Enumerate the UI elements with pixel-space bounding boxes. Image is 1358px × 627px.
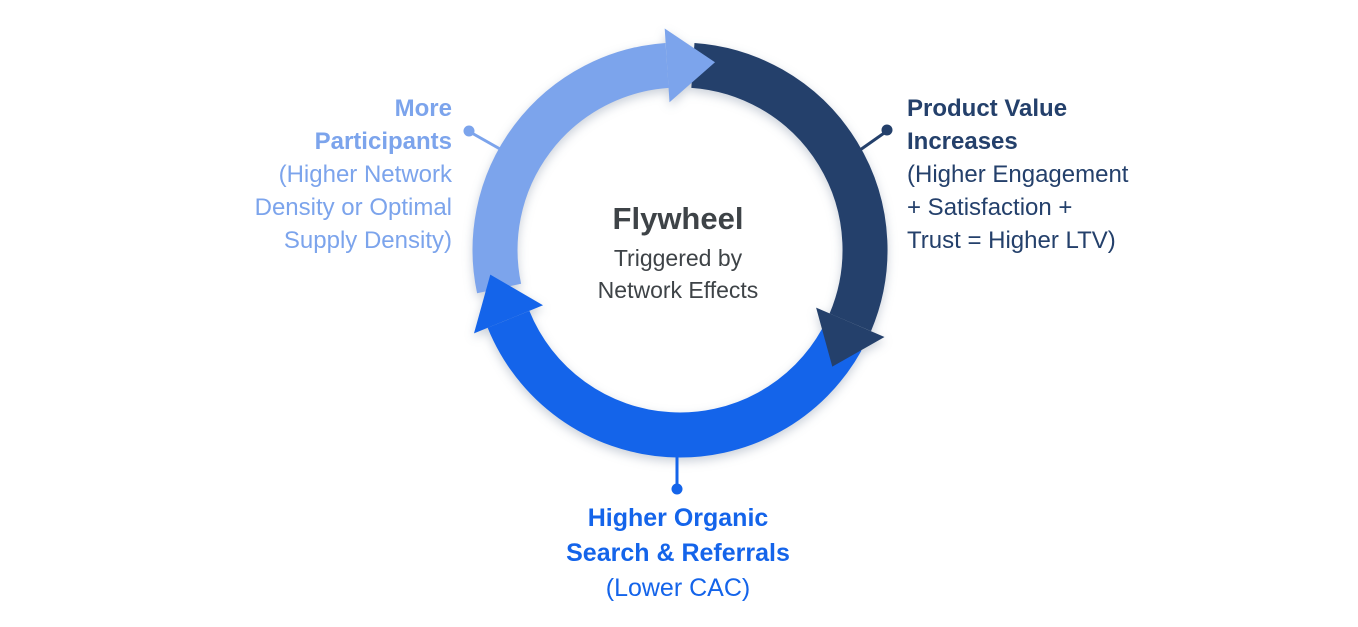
flywheel-center-label: Flywheel Triggered by Network Effects (528, 201, 828, 306)
arrowhead-product-value (816, 307, 885, 367)
node-detail-line: Density or Optimal (254, 194, 452, 221)
flywheel-subtitle-line: Triggered by (613, 245, 743, 271)
arrowhead-referrals (474, 274, 543, 334)
node-title-line: Higher Organic (587, 504, 769, 532)
node-title-line: Increases (907, 128, 1018, 155)
arc-referrals (487, 310, 862, 458)
node-detail-line: Trust = Higher LTV) (907, 227, 1116, 254)
node-title-line: More (394, 95, 452, 122)
node-detail-line: (Higher Engagement (907, 161, 1129, 188)
connector-line-more-participants (469, 130, 501, 151)
arrowhead-more-participants (664, 28, 715, 103)
node-referrals: Higher Organic Search & Referrals (Lower… (508, 501, 848, 606)
node-title-line: Product Value (907, 95, 1068, 122)
arc-product-value (690, 42, 888, 332)
node-title-line: Search & Referrals (566, 539, 790, 567)
node-detail-line: Supply Density) (283, 227, 452, 254)
node-detail-line: + Satisfaction + (907, 194, 1073, 221)
node-more-participants: More Participants (Higher Network Densit… (230, 92, 452, 257)
node-detail-line: (Lower CAC) (605, 574, 751, 602)
connector-line-product-value (859, 129, 888, 152)
connector-dot-product-value (881, 124, 893, 136)
arc-more-participants (472, 42, 670, 294)
node-product-value: Product Value Increases (Higher Engageme… (907, 92, 1167, 257)
node-title-line: Participants (314, 128, 452, 155)
flywheel-title: Flywheel (612, 201, 744, 236)
node-detail-line: (Higher Network (278, 161, 452, 188)
flywheel-subtitle-line: Network Effects (597, 277, 759, 303)
connector-dot-more-participants (463, 125, 475, 137)
connector-dot-referrals (671, 483, 683, 495)
